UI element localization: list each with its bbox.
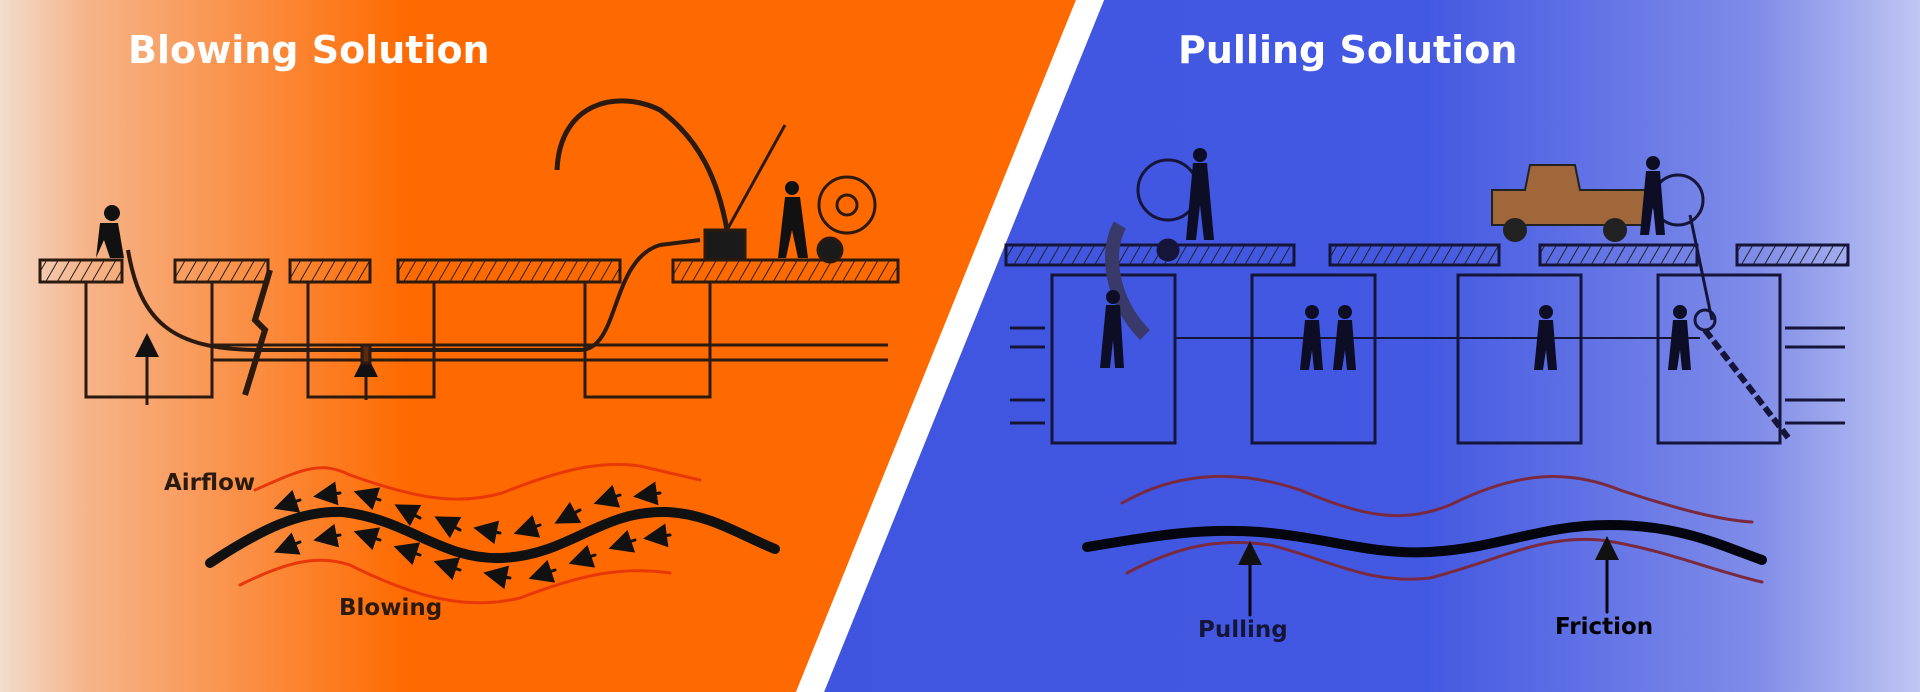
duct-wall-bottom (238, 558, 672, 605)
friction-label: Friction (1555, 614, 1654, 640)
blowing-duct-illustration (38, 98, 900, 405)
airflow-arrows (273, 481, 672, 590)
blowing-label: Blowing (339, 595, 443, 621)
pulling-label: Pulling (1198, 617, 1288, 643)
pulling-duct-illustration (1004, 158, 1850, 445)
airflow-label: Airflow (164, 470, 256, 496)
cable (1082, 519, 1767, 565)
cable (205, 506, 780, 568)
duct-wall-top (1120, 474, 1754, 524)
pulling-solution-title: Pulling Solution (1178, 28, 1518, 72)
diagonal-divider (796, 0, 1104, 692)
blowing-cable-diagram (205, 462, 780, 605)
worker-figures (96, 181, 808, 258)
duct-wall-top (253, 462, 702, 501)
duct-wall-bottom (1125, 537, 1764, 584)
blowing-solution-title: Blowing Solution (128, 28, 490, 72)
worker-figures-pulling (1100, 148, 1691, 370)
pulling-cable-diagram (1082, 474, 1767, 617)
pickup-truck (1491, 164, 1646, 242)
